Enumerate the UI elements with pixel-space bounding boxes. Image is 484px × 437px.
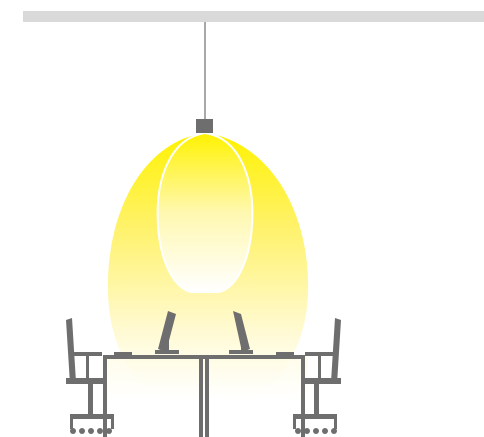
light-cone-inner: [158, 133, 253, 292]
ceiling-bar: [23, 11, 484, 22]
luminaire-canopy: [196, 119, 213, 133]
